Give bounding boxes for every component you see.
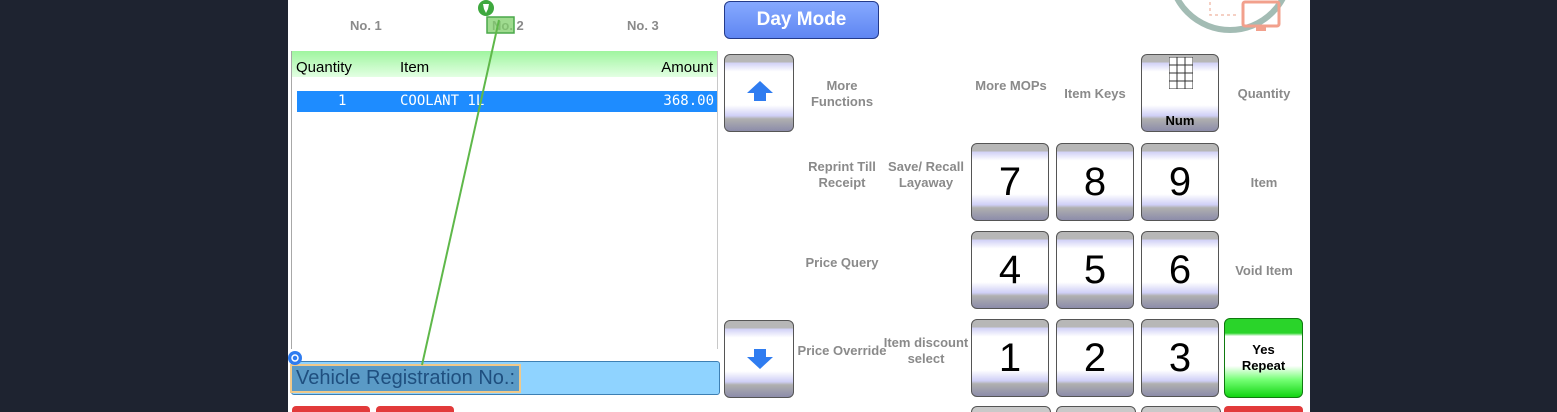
key-digit: 4	[998, 247, 1022, 292]
item-keys-button[interactable]: Item Keys	[1064, 86, 1126, 101]
key-1[interactable]: 1	[971, 319, 1049, 397]
item-discount-select-button[interactable]: Item discount select	[883, 335, 969, 366]
bottom-key-red[interactable]	[1224, 406, 1303, 412]
bottom-key-3[interactable]	[1141, 406, 1221, 412]
key-4[interactable]: 4	[971, 231, 1049, 309]
key-digit: 8	[1083, 159, 1107, 204]
price-query-button[interactable]: Price Query	[805, 255, 879, 270]
num-label: Num	[1165, 113, 1195, 128]
key-digit: 2	[1083, 335, 1107, 380]
mini-keypad-icon	[1169, 57, 1193, 89]
annotation-overlay	[288, 0, 515, 366]
arrow-up-icon	[747, 81, 773, 101]
key-2[interactable]: 2	[1056, 319, 1134, 397]
key-digit: 6	[1168, 247, 1192, 292]
more-functions-button[interactable]: More Functions	[810, 78, 874, 109]
quantity-button[interactable]: Quantity	[1237, 86, 1291, 101]
key-digit: 3	[1168, 335, 1192, 380]
item-button[interactable]: Item	[1250, 175, 1278, 190]
arrow-down-icon	[747, 349, 773, 369]
row-amount: 368.00	[663, 93, 714, 109]
column-item: Item	[400, 59, 430, 76]
key-8[interactable]: 8	[1056, 143, 1134, 221]
crosshair-icon	[288, 351, 302, 365]
bottom-button-left-2[interactable]	[376, 406, 454, 412]
key-digit: 7	[998, 159, 1022, 204]
key-5[interactable]: 5	[1056, 231, 1134, 309]
tab-no-3[interactable]: No. 3	[627, 18, 659, 33]
more-mops-button[interactable]: More MOPs	[975, 78, 1047, 93]
table-row[interactable]: 1 COOLANT 1L 368.00	[297, 91, 717, 112]
yes-repeat-button[interactable]: Yes Repeat	[1224, 318, 1303, 398]
tab-no-1[interactable]: No. 1	[350, 18, 382, 33]
reprint-till-receipt-button[interactable]: Reprint Till Receipt	[808, 159, 876, 190]
bottom-key-1[interactable]	[971, 406, 1051, 412]
day-mode-button[interactable]: Day Mode	[724, 1, 879, 39]
receipt-header: Quantity Item Amount	[292, 51, 717, 77]
save-recall-layaway-button[interactable]: Save/ Recall Layaway	[888, 159, 964, 190]
scroll-up-button[interactable]	[724, 54, 794, 132]
pos-screen: No. 1 No. 2 No. 3 Day Mode Quantity Item…	[288, 0, 1310, 412]
pin-icon	[478, 0, 494, 16]
key-digit: 1	[998, 335, 1022, 380]
row-item: COOLANT 1L	[400, 93, 485, 109]
key-digit: 9	[1168, 159, 1192, 204]
key-digit: 5	[1083, 247, 1107, 292]
repeat-label: Repeat	[1241, 358, 1286, 373]
column-quantity: Quantity	[296, 59, 352, 76]
key-9[interactable]: 9	[1141, 143, 1219, 221]
vehicle-registration-label: Vehicle Registration No.:	[289, 364, 522, 393]
void-item-button[interactable]: Void Item	[1235, 263, 1293, 278]
key-3[interactable]: 3	[1141, 319, 1219, 397]
bottom-button-left[interactable]	[292, 406, 370, 412]
bottom-key-2[interactable]	[1056, 406, 1136, 412]
vehicle-registration-field[interactable]: Vehicle Registration No.:	[289, 361, 720, 395]
price-override-button[interactable]: Price Override	[797, 343, 887, 358]
monitor-icon	[1174, 0, 1286, 33]
key-6[interactable]: 6	[1141, 231, 1219, 309]
num-button[interactable]: Num	[1141, 54, 1219, 132]
column-amount: Amount	[661, 59, 713, 76]
row-quantity: 1	[338, 93, 347, 109]
scroll-down-button[interactable]	[724, 320, 794, 398]
receipt-panel: Quantity Item Amount 1 COOLANT 1L 368.00	[291, 51, 718, 349]
yes-label: Yes	[1252, 342, 1275, 357]
key-7[interactable]: 7	[971, 143, 1049, 221]
